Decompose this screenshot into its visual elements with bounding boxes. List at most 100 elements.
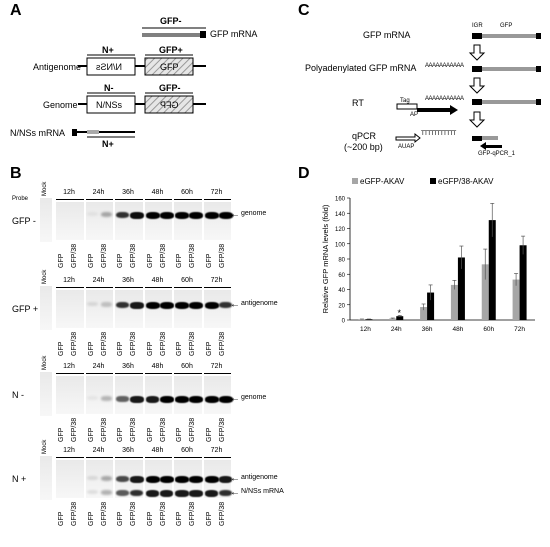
- panel-label-a: A: [10, 2, 22, 19]
- lane-label: GFP/38: [130, 501, 137, 526]
- timepoint-bar: [85, 287, 113, 288]
- y-tick-label: 80: [338, 258, 345, 264]
- timepoint-label: 60h: [181, 189, 193, 196]
- timepoint-bar: [144, 373, 172, 374]
- qpcr-size-label: (~200 bp): [344, 142, 383, 152]
- c-gfp-mrna: GFP mRNA: [363, 30, 411, 40]
- x-tick-label: 24h: [391, 326, 402, 333]
- gel-lane: [85, 460, 113, 498]
- timepoint-label: 36h: [122, 363, 134, 370]
- mock-label: Mock: [42, 439, 48, 454]
- blot-band: [130, 396, 144, 403]
- y-axis-label: Relative GFP mRNA levels (fold): [321, 204, 330, 313]
- n-plus-label: N+: [102, 45, 114, 55]
- blot-band: [175, 476, 189, 483]
- timepoint-label: 24h: [92, 447, 105, 454]
- timepoint-label: 48h: [151, 363, 164, 370]
- lane-label: GFP: [87, 253, 95, 268]
- lane-label: GFP: [87, 341, 95, 356]
- blot-band: [159, 212, 174, 219]
- bar: [420, 307, 428, 320]
- probe-name: GFP -: [12, 216, 36, 226]
- legend-swatch: [352, 178, 358, 184]
- lane-label: GFP: [58, 511, 65, 526]
- blot-band: [116, 476, 130, 483]
- mock-lane: [40, 372, 52, 416]
- gel-lane: [85, 202, 113, 240]
- blot-band: [204, 396, 219, 403]
- significance-star: *: [397, 308, 401, 318]
- gfp-mrna-label: GFP mRNA: [210, 29, 258, 39]
- gel-lane: [115, 290, 143, 328]
- band-annotation: genome: [241, 210, 267, 217]
- lane-label: GFP: [146, 511, 154, 526]
- panel-a-schematic: [72, 27, 206, 138]
- igr-label: IGR: [472, 23, 483, 29]
- blot-band: [159, 490, 174, 497]
- polyadenylated-label: Polyadenylated GFP mRNA: [305, 63, 417, 73]
- lane-label: GFP/38: [130, 243, 137, 268]
- timepoint-bar: [115, 287, 143, 288]
- lane-label: GFP/38: [71, 501, 78, 526]
- bar: [427, 292, 435, 320]
- box-nnss: N/NSs: [96, 100, 123, 110]
- timepoint-label: 72h: [210, 447, 223, 454]
- lane-label: GFP: [146, 427, 154, 442]
- blot-band: [218, 490, 232, 497]
- polya-seq-2: AAAAAAAAAAA: [425, 96, 464, 102]
- y-tick-label: 0: [342, 319, 346, 325]
- gfp-plus-label: GFP+: [159, 45, 183, 55]
- blot-band: [218, 476, 233, 483]
- gel-lane: [56, 460, 84, 498]
- blot-band: [116, 212, 130, 219]
- bar: [457, 257, 465, 320]
- gel-lane: [203, 290, 231, 328]
- blot-band: [204, 212, 219, 219]
- timepoint-bar: [56, 199, 84, 200]
- lane-label: GFP/38: [100, 331, 108, 356]
- timepoint-label: 60h: [181, 277, 193, 284]
- lane-label: GFP: [176, 253, 183, 268]
- gel-lane: [144, 202, 172, 240]
- blot-band: [175, 396, 189, 403]
- blot-band: [86, 476, 98, 481]
- y-tick-label: 20: [338, 303, 345, 309]
- blot-band: [145, 490, 160, 497]
- gel-lane: [56, 202, 84, 240]
- blot-band: [189, 302, 203, 309]
- bar: [396, 316, 404, 320]
- lane-label: GFP/38: [189, 331, 196, 356]
- timepoint-label: 12h: [63, 189, 75, 196]
- timepoint-bar: [115, 373, 143, 374]
- lane-label: GFP: [146, 341, 154, 356]
- lane-label: GFP/38: [130, 331, 137, 356]
- panel-label-b: B: [10, 165, 22, 182]
- gel-lane: [85, 290, 113, 328]
- blot-band: [159, 396, 174, 403]
- blot-band: [175, 490, 189, 497]
- c-gfp-label: GFP: [500, 23, 513, 29]
- lane-label: GFP: [205, 341, 213, 356]
- blot-band: [86, 396, 98, 401]
- timepoint-bar: [56, 373, 84, 374]
- bar: [512, 279, 520, 320]
- blot-band: [204, 302, 219, 309]
- timepoint-label: 48h: [151, 447, 164, 454]
- mock-lane: [40, 286, 52, 330]
- gel-lane: [203, 376, 231, 414]
- timepoint-label: 48h: [151, 189, 164, 196]
- blot-band: [100, 212, 113, 217]
- bar: [450, 284, 458, 320]
- band-arrow-icon: ←: [230, 209, 240, 220]
- antigenome-label: Antigenome: [33, 62, 82, 72]
- lane-label: GFP: [205, 253, 213, 268]
- lane-label: GFP/38: [100, 417, 108, 442]
- polya-seq: AAAAAAAAAAA: [425, 63, 464, 69]
- timepoint-bar: [56, 457, 84, 458]
- gfp-qpcr-primer-label: GFP-qPCR_1: [478, 151, 516, 157]
- lane-label: GFP: [117, 427, 124, 442]
- gel-lane: [174, 290, 202, 328]
- lane-label: GFP/38: [218, 331, 226, 356]
- x-tick-label: 48h: [452, 326, 463, 333]
